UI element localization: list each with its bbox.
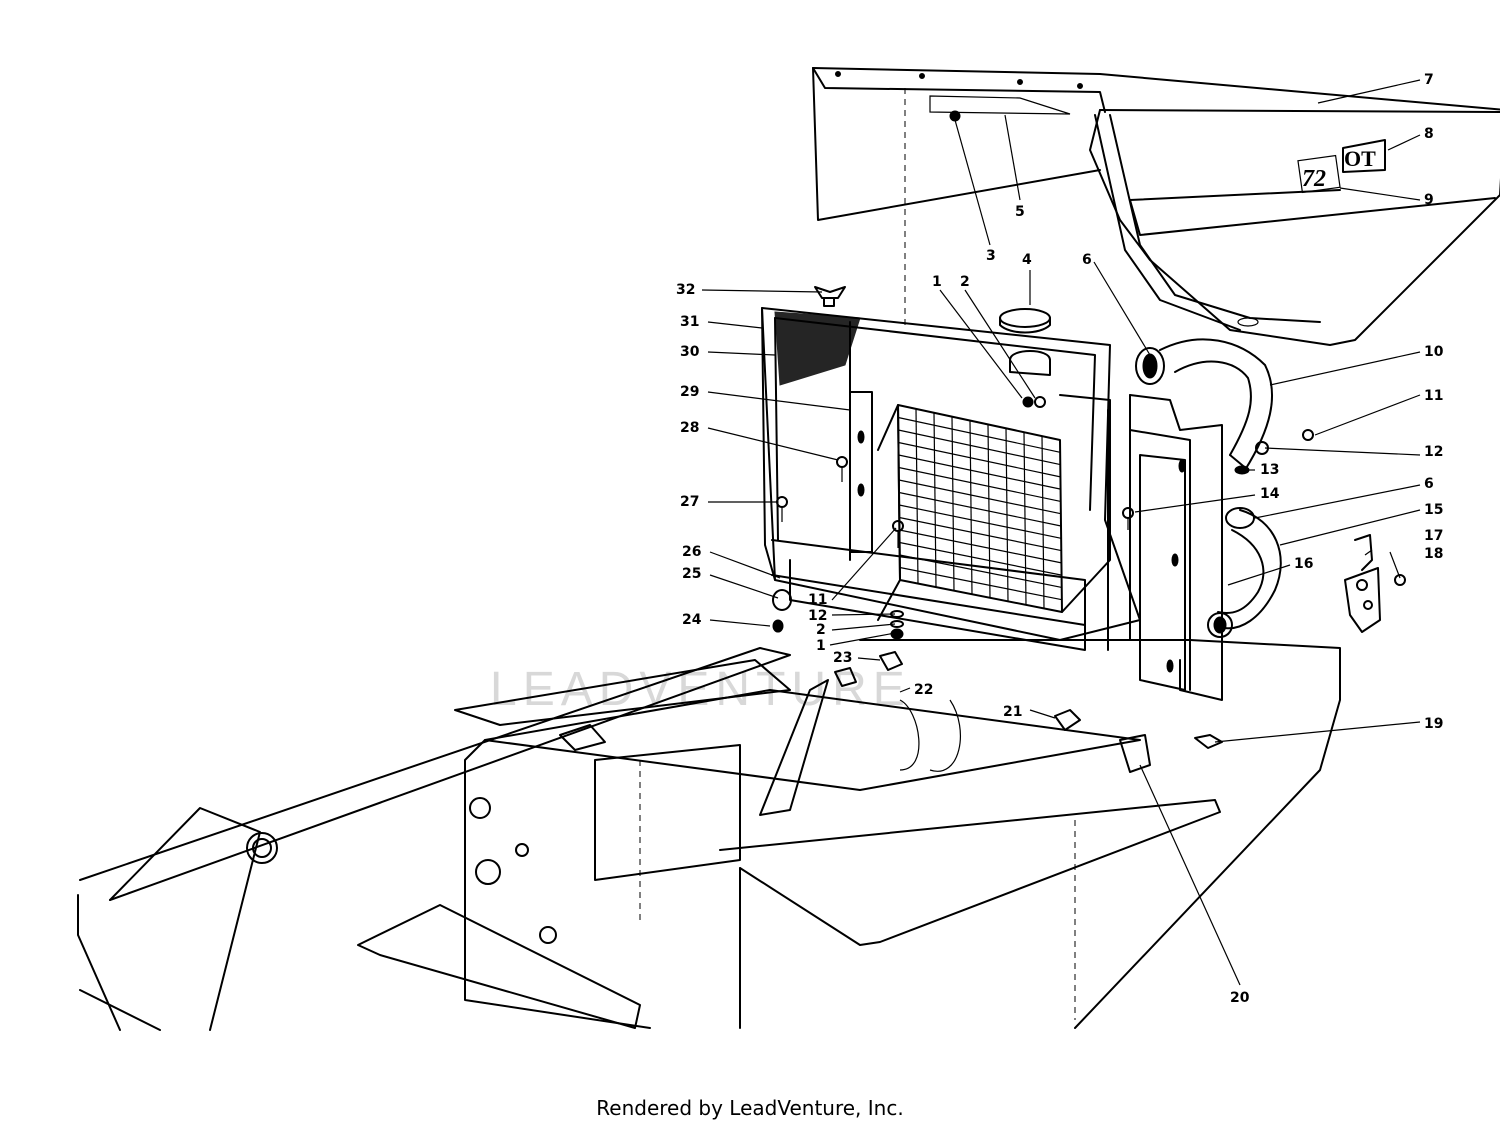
- callout-28: 28: [680, 420, 699, 436]
- callout-21: 21: [1003, 704, 1022, 720]
- callout-24: 24: [682, 612, 702, 628]
- callout-1: 1: [932, 274, 942, 290]
- callout-7: 7: [1424, 72, 1434, 88]
- side-brackets: [1107, 394, 1223, 701]
- callout-11: 11: [1424, 388, 1443, 404]
- callout-9: 9: [1424, 192, 1434, 208]
- callout-27: 27: [680, 494, 699, 510]
- hood-emblem: OT: [1344, 146, 1376, 171]
- callout-31: 31: [680, 314, 699, 330]
- callout-26: 26: [682, 544, 701, 560]
- upper-hose: [1135, 338, 1273, 475]
- hood-badge: 72: [1302, 166, 1326, 192]
- callout-4: 4: [1022, 252, 1032, 268]
- callout-23: 23: [833, 650, 852, 666]
- callout-30: 30: [680, 344, 700, 360]
- callout-18: 18: [1424, 546, 1443, 562]
- callout-2b: 2: [816, 622, 826, 638]
- callout-16: 16: [1294, 556, 1313, 572]
- callout-2: 2: [960, 274, 970, 290]
- callout-11b: 11: [808, 592, 827, 608]
- callout-19: 19: [1424, 716, 1443, 732]
- callout-25: 25: [682, 566, 701, 582]
- callout-20: 20: [1230, 990, 1250, 1006]
- callout-10: 10: [1424, 344, 1444, 360]
- callout-14: 14: [1260, 486, 1280, 502]
- footer-credit: Rendered by LeadVenture, Inc.: [596, 1096, 904, 1120]
- leader-lines: [701, 79, 1421, 986]
- callout-29: 29: [680, 384, 699, 400]
- callout-labels: 1 2 3 4 5 6 7 8 9 10 11 12 13 14 6 15 16…: [676, 72, 1444, 1006]
- callout-13: 13: [1260, 462, 1279, 478]
- callout-15: 15: [1424, 502, 1443, 518]
- callout-6: 6: [1082, 252, 1092, 268]
- watermark: LEADVENTURE: [490, 663, 911, 716]
- lower-hose: [1207, 507, 1282, 638]
- callout-8: 8: [1424, 126, 1434, 142]
- hood: 72 OT: [812, 67, 1500, 346]
- callout-3: 3: [986, 248, 996, 264]
- callout-17: 17: [1424, 528, 1443, 544]
- hood-latch: [1344, 534, 1406, 633]
- callout-5: 5: [1015, 204, 1025, 220]
- callout-6b: 6: [1424, 476, 1434, 492]
- callout-32: 32: [676, 282, 695, 298]
- radiator-shroud: [761, 307, 1141, 651]
- callout-1b: 1: [816, 638, 826, 654]
- callout-12: 12: [1424, 444, 1443, 460]
- callout-22: 22: [914, 682, 933, 698]
- radiator-core: [877, 308, 1111, 621]
- chassis: [77, 639, 1341, 1031]
- callout-12b: 12: [808, 608, 827, 624]
